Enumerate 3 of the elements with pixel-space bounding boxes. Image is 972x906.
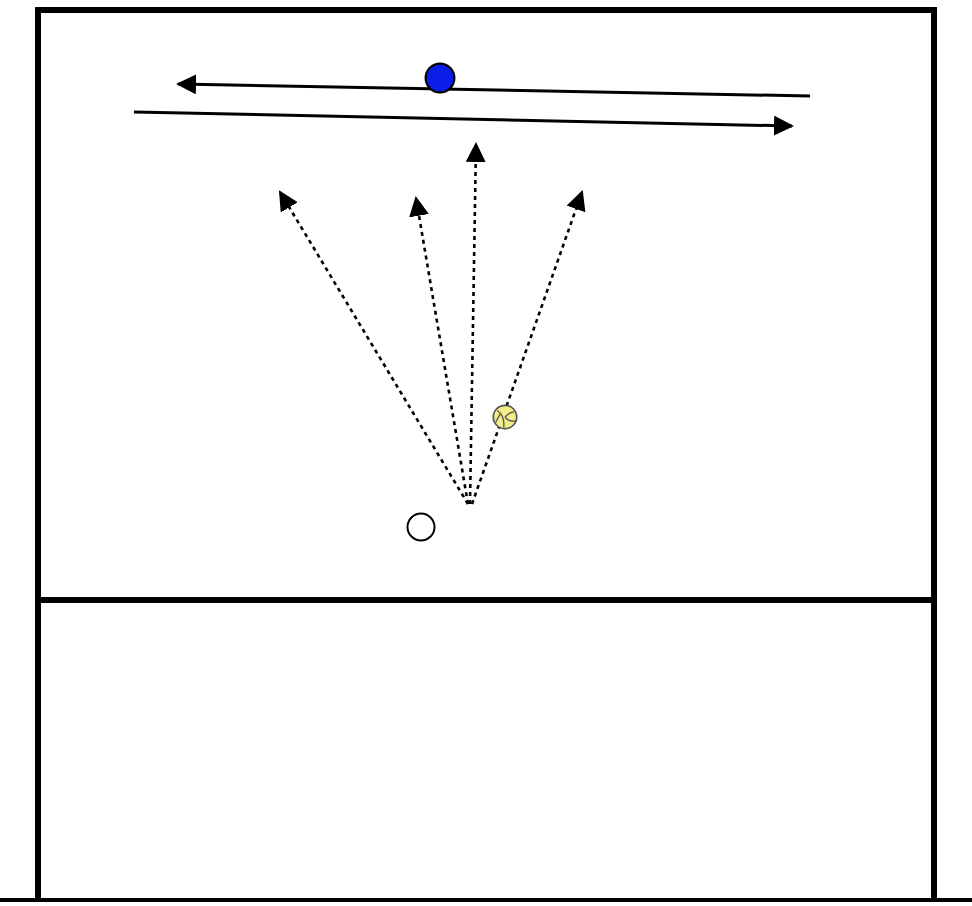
volleyball-icon [492,404,518,430]
player-circle [424,62,456,94]
player-circle [406,512,436,542]
